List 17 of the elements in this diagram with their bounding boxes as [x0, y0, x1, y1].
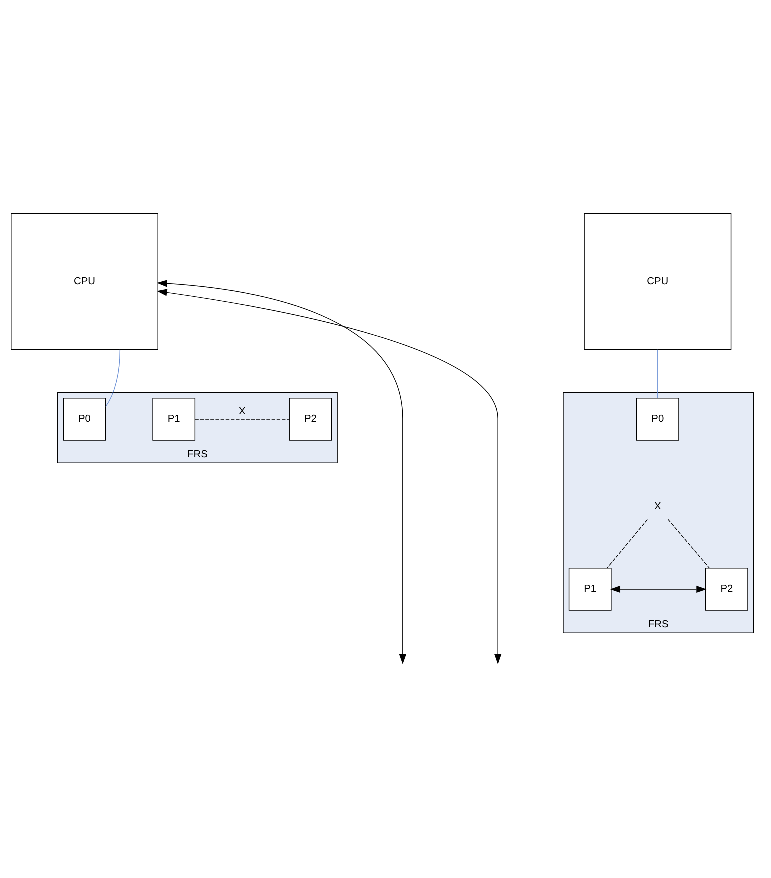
node-box: P0: [636, 398, 680, 441]
node-box: P0: [63, 398, 106, 441]
arrow: [610, 586, 707, 594]
node-box: P1: [152, 398, 196, 441]
node-text: X: [654, 501, 662, 512]
node-box: P2: [289, 398, 332, 441]
node-box: P2: [706, 568, 748, 611]
node-box: CPU: [11, 214, 158, 350]
node-box: CPU: [584, 214, 732, 350]
connector: [668, 519, 710, 569]
arrow: [157, 289, 502, 665]
connector: [606, 519, 648, 569]
connector: [195, 419, 290, 420]
node-box: P1: [568, 568, 612, 611]
edge-label: X: [239, 406, 246, 418]
connector: [106, 350, 121, 408]
arrow: [157, 280, 406, 665]
